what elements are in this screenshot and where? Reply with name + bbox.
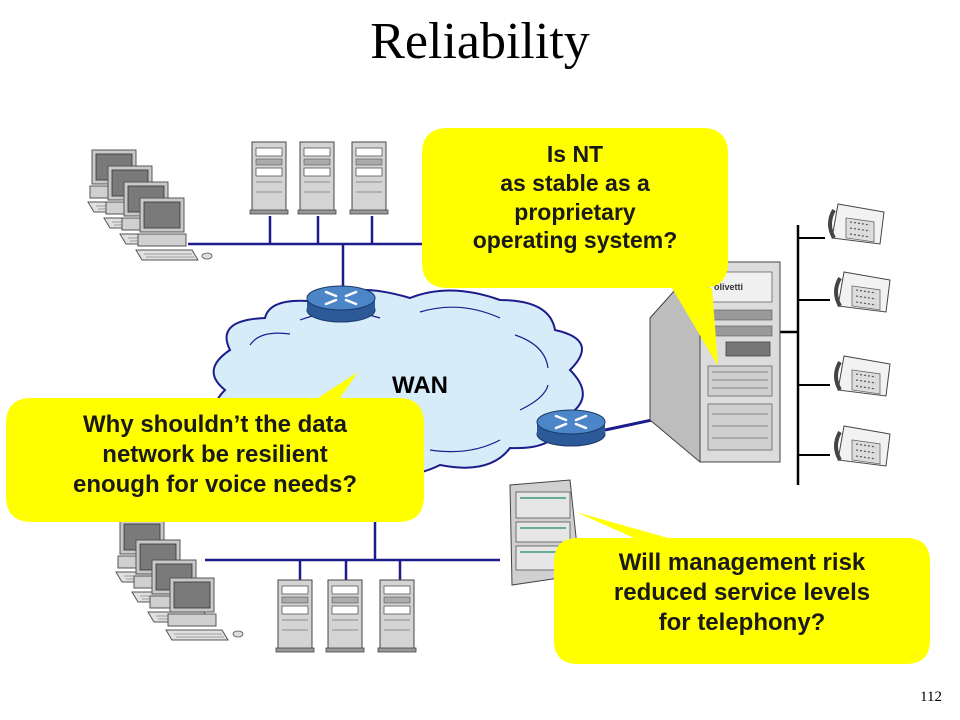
workstation-group-top [87, 149, 213, 261]
callout-management-bubble [554, 512, 930, 664]
callout-nt-line: proprietary [514, 198, 636, 225]
callout-nt-text: Is NT as stable as a proprietary operati… [422, 140, 728, 255]
pbx-brand-label: olivetti [714, 282, 743, 292]
callout-resilience-line: Why shouldn’t the data [83, 411, 347, 438]
callout-nt-line: as stable as a [500, 169, 650, 196]
router-pbx-link [604, 418, 653, 432]
callout-nt-line: Is NT [546, 141, 604, 167]
callout-resilience-text: Why shouldn’t the data network be resili… [6, 410, 424, 500]
callout-nt-bubble [422, 128, 728, 366]
phone-bus [770, 225, 830, 485]
telephone-2 [834, 270, 892, 314]
telephone-1 [828, 202, 886, 246]
router-bottom [535, 408, 607, 448]
server-group-top [249, 141, 389, 215]
callout-management-text: Will management risk reduced service lev… [554, 548, 930, 638]
pbx-system: olivetti [649, 261, 781, 463]
callout-resilience-bubble [6, 372, 424, 522]
telephone-3 [834, 354, 892, 398]
callout-management-line: for telephony? [658, 609, 826, 636]
slide-title: Reliability [370, 13, 590, 70]
callout-resilience-line: enough for voice needs? [72, 471, 358, 498]
workstation-group-bottom [115, 519, 244, 641]
router-top [305, 284, 377, 324]
callout-nt-line: operating system? [472, 227, 678, 254]
telephone-4 [834, 424, 892, 468]
callout-management-line: reduced service levels [613, 579, 871, 606]
callout-management-line: Will management risk [618, 549, 866, 576]
callout-resilience-line: network be resilient [102, 441, 328, 468]
server-group-bottom [275, 579, 417, 653]
page-number: 112 [920, 689, 942, 705]
wan-label: WAN [392, 372, 448, 399]
